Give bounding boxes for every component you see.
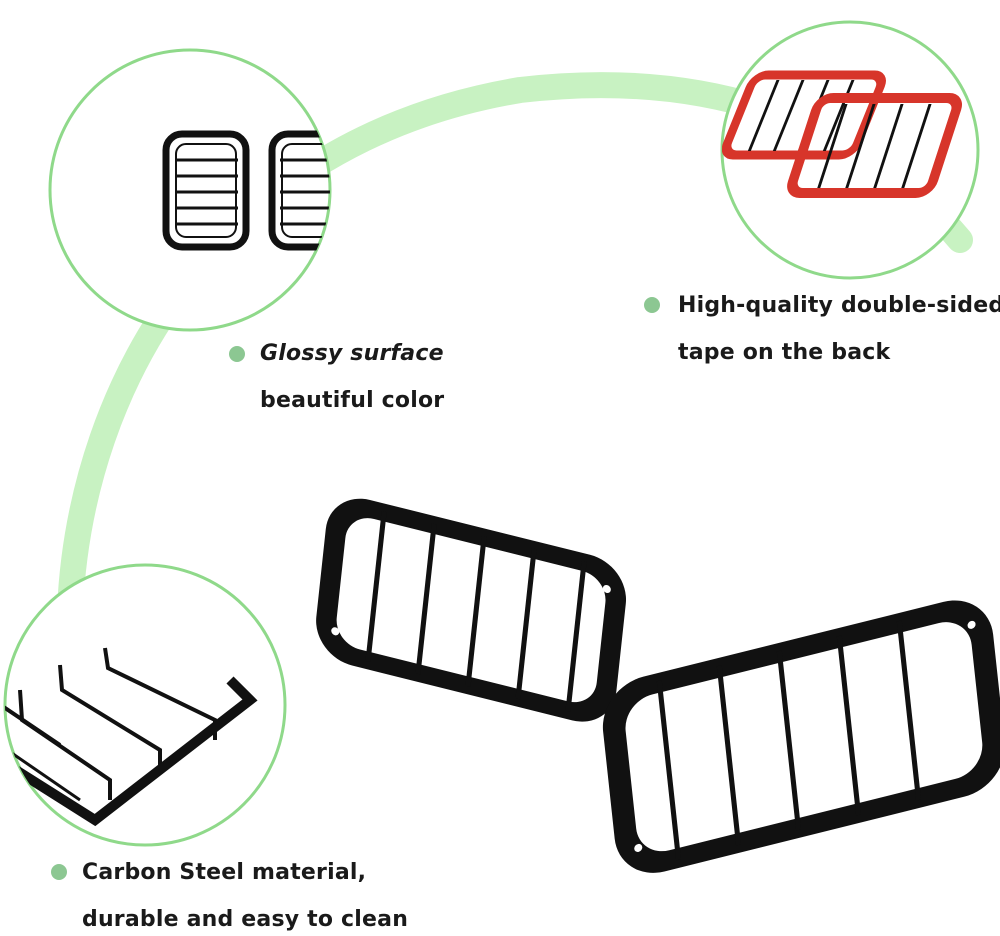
detail-circle-tape xyxy=(720,20,980,280)
bullet-dot xyxy=(51,864,67,880)
caption-line: tape on the back xyxy=(678,340,891,365)
grille-pair-front xyxy=(162,130,330,251)
caption-line: Glossy surface xyxy=(260,341,444,366)
feature-caption-steel: Carbon Steel material, durable and easy … xyxy=(82,849,408,936)
grille-closeup xyxy=(5,647,258,827)
caption-line: durable and easy to clean xyxy=(82,907,409,932)
bullet-dot xyxy=(644,297,660,313)
detail-circle-steel xyxy=(3,563,287,847)
caption-line: beautiful color xyxy=(260,388,445,413)
main-grille-upper xyxy=(316,498,627,722)
detail-circle-glossy xyxy=(48,48,332,332)
feature-caption-glossy: Glossy surface beautiful color xyxy=(260,330,444,424)
caption-line: High-quality double-sided xyxy=(678,293,1000,318)
bullet-dot xyxy=(229,346,245,362)
caption-line: Carbon Steel material, xyxy=(82,860,367,885)
main-grille-lower xyxy=(602,600,1000,873)
feature-caption-tape: High-quality double-sided tape on the ba… xyxy=(678,282,1000,376)
grille-pair-taped xyxy=(722,70,962,198)
